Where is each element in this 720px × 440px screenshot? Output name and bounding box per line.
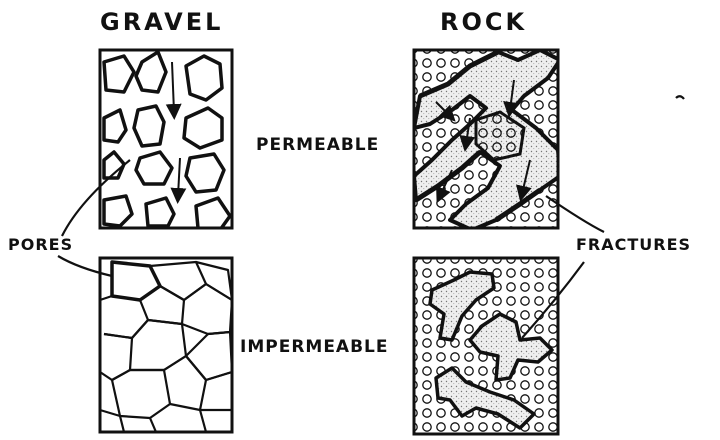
permeable-rock-panel bbox=[414, 50, 560, 230]
pores-label: PORES bbox=[8, 235, 73, 254]
impermeable-rock-panel bbox=[414, 258, 558, 434]
rock-heading: ROCK bbox=[440, 8, 527, 36]
impermeable-gravel-panel bbox=[100, 258, 232, 432]
gravel-heading: GRAVEL bbox=[100, 8, 223, 36]
stray-mark bbox=[676, 96, 684, 99]
fractures-label: FRACTURES bbox=[576, 235, 691, 254]
permeable-label: PERMEABLE bbox=[256, 135, 379, 155]
permeable-gravel-panel bbox=[100, 50, 232, 230]
impermeable-label: IMPERMEABLE bbox=[240, 337, 389, 357]
